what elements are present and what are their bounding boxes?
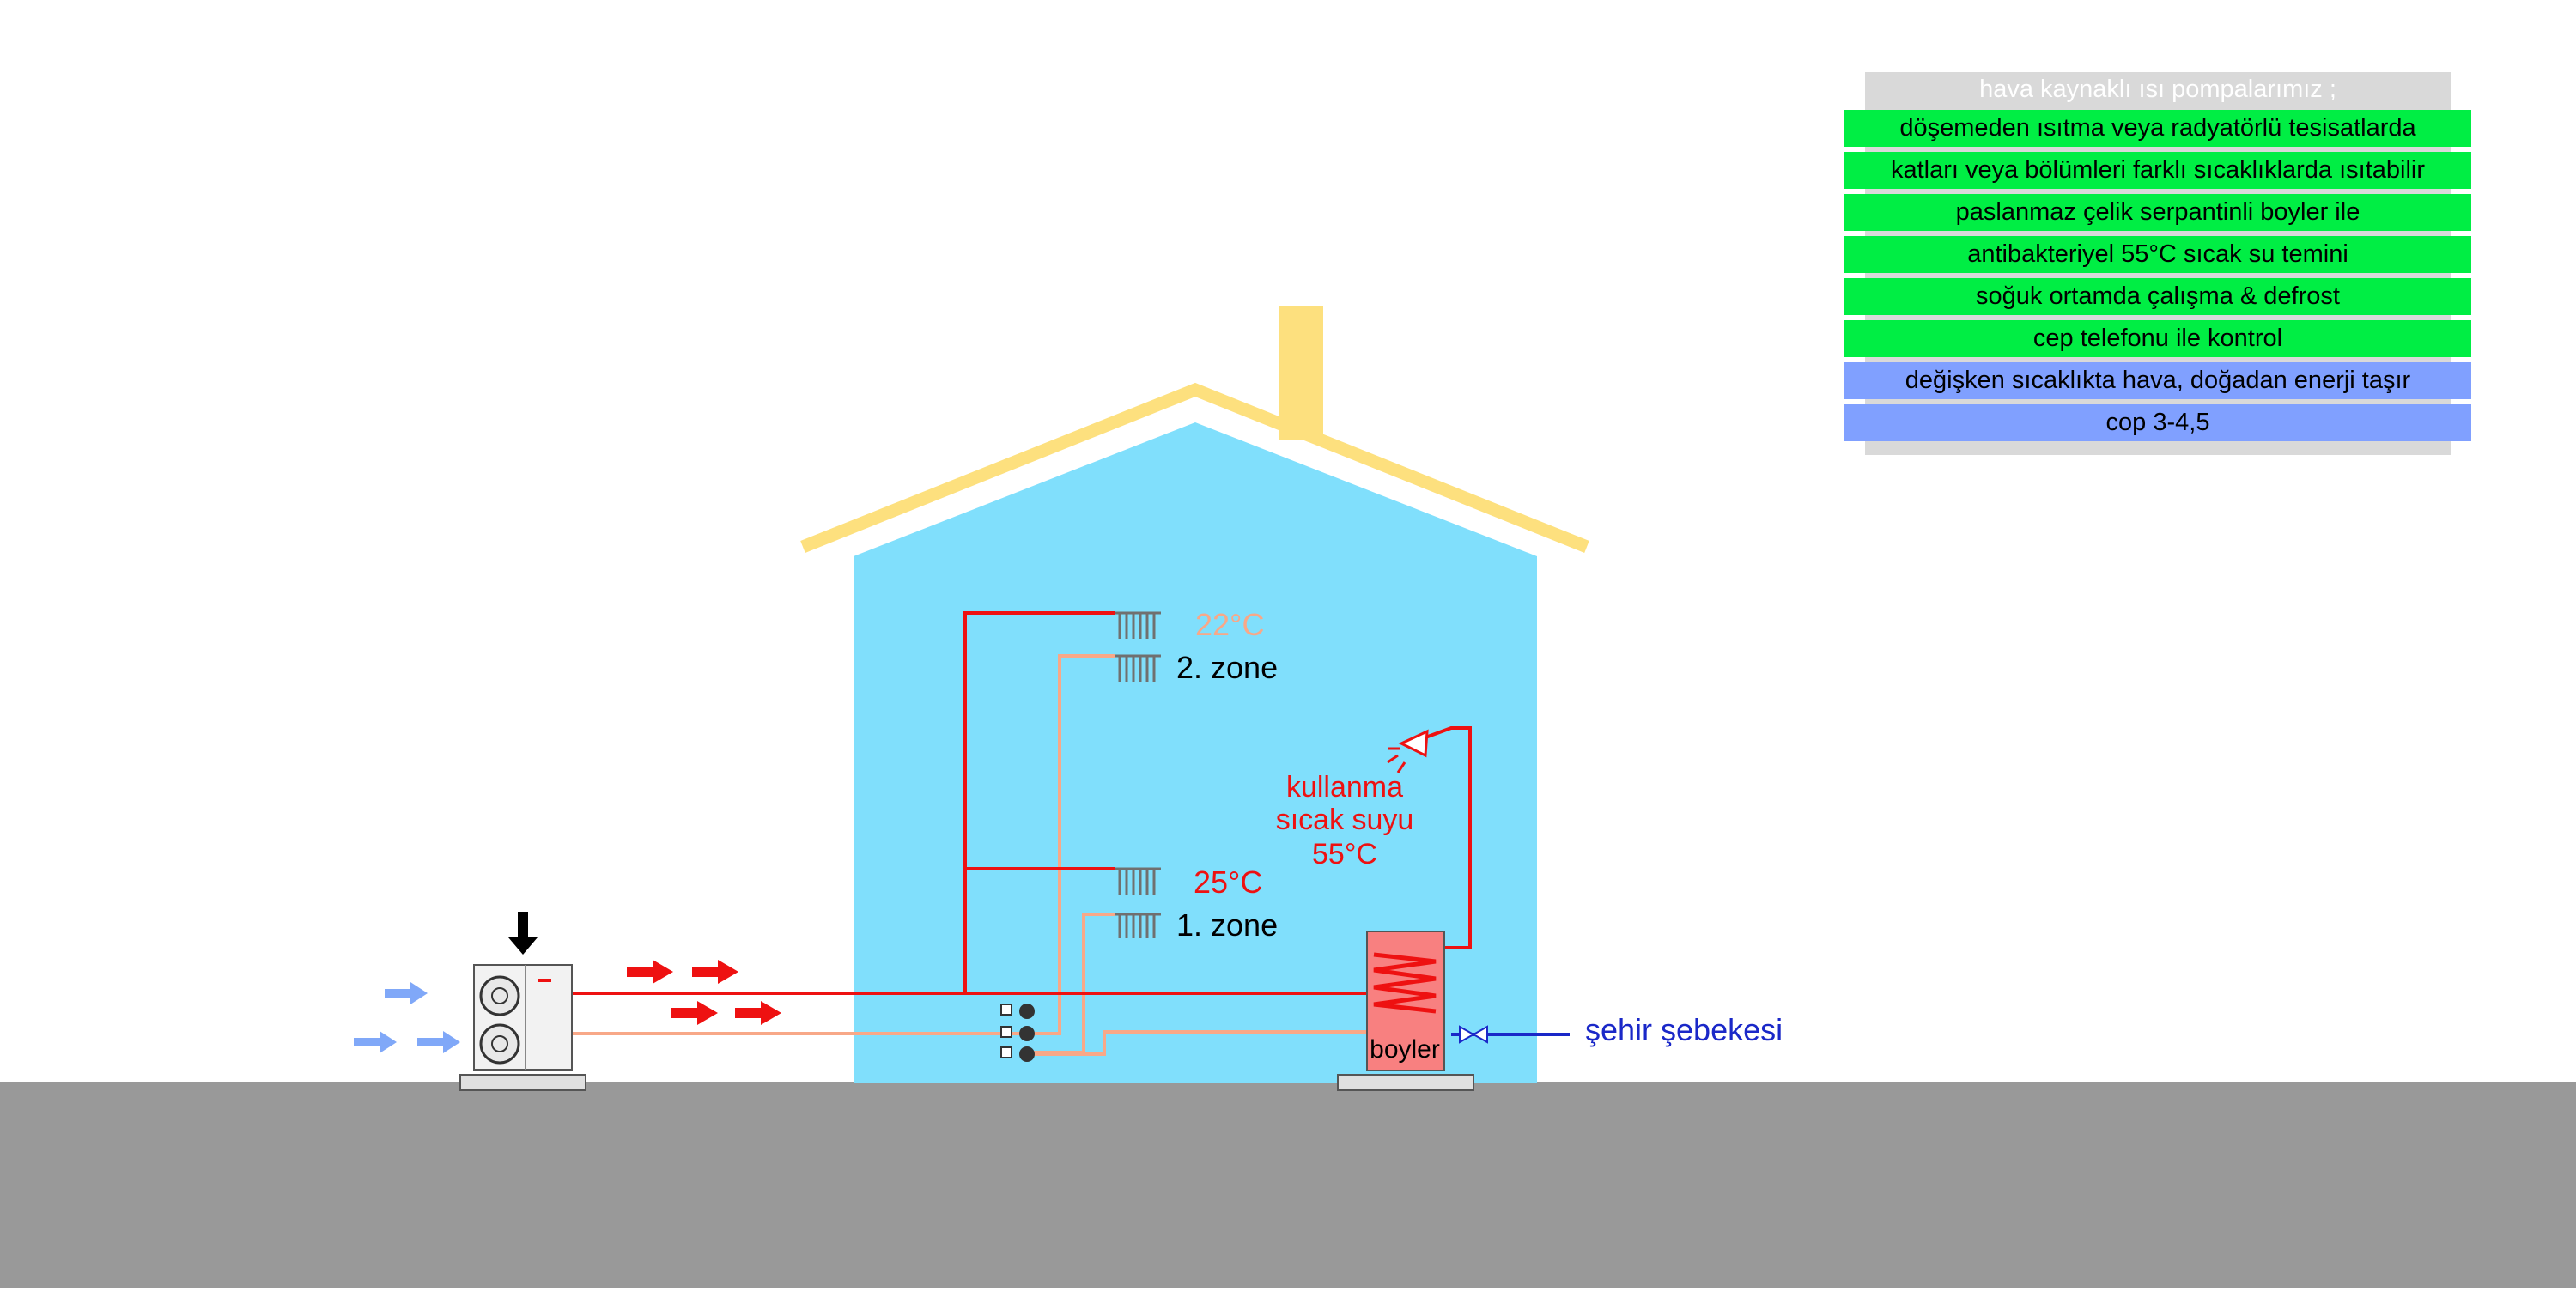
zone1-temp-label: 25°C xyxy=(1194,864,1262,900)
air-arrow-icon xyxy=(385,982,428,1004)
heat-arrow-icon xyxy=(692,960,738,984)
radiator-icon xyxy=(1115,913,1161,938)
house-body xyxy=(854,422,1537,1083)
dhw-label-line2: sıcak suyu xyxy=(1276,804,1414,836)
feature-item: döşemeden ısıtma veya radyatörlü tesisat… xyxy=(1844,110,2471,147)
zone2-temp-label: 22°C xyxy=(1195,607,1264,642)
feature-item: antibakteriyel 55°C sıcak su temini xyxy=(1844,236,2471,273)
chimney xyxy=(1279,306,1323,440)
radiator-icon xyxy=(1115,867,1161,895)
boiler-tank xyxy=(1337,931,1474,1091)
roof xyxy=(800,382,1589,553)
zone1-name-label: 1. zone xyxy=(1176,907,1278,943)
heat-arrow-icon xyxy=(627,960,673,984)
feature-item: cop 3-4,5 xyxy=(1844,404,2471,441)
shower-icon xyxy=(1387,729,1429,773)
heat-pump-unit xyxy=(459,964,586,1091)
air-arrow-icon xyxy=(417,1031,460,1053)
boiler-label: boyler xyxy=(1370,1035,1440,1064)
radiator-icon xyxy=(1115,611,1161,639)
heat-arrow-icon xyxy=(735,1001,781,1025)
city-water-label: şehir şebekesi xyxy=(1585,1012,1783,1047)
air-arrow-icon xyxy=(354,1031,397,1053)
supply-pipes xyxy=(572,611,1472,995)
return-pipes xyxy=(572,654,1367,1056)
ground xyxy=(0,1082,2576,1288)
feature-item: katları veya bölümleri farklı sıcaklıkla… xyxy=(1844,152,2471,189)
feature-item: paslanmaz çelik serpantinli boyler ile xyxy=(1844,194,2471,231)
down-arrow-icon xyxy=(508,912,538,955)
feature-panel-title: hava kaynaklı ısı pompalarımız ; xyxy=(1979,76,2336,103)
feature-panel: hava kaynaklı ısı pompalarımız ; döşemed… xyxy=(1844,72,2471,455)
radiator-icon xyxy=(1115,654,1161,682)
dhw-label-line3: 55°C xyxy=(1312,838,1377,870)
boiler-coil-icon xyxy=(1373,952,1437,1014)
pump-group-icon xyxy=(1000,1004,1035,1062)
feature-item: cep telefonu ile kontrol xyxy=(1844,320,2471,357)
zone2-name-label: 2. zone xyxy=(1176,650,1278,685)
feature-item: soğuk ortamda çalışma & defrost xyxy=(1844,278,2471,315)
feature-item: değişken sıcaklıkta hava, doğadan enerji… xyxy=(1844,362,2471,399)
heat-arrow-icon xyxy=(671,1001,718,1025)
dhw-label-line1: kullanma xyxy=(1286,771,1403,804)
valve-icon xyxy=(1459,1025,1488,1044)
